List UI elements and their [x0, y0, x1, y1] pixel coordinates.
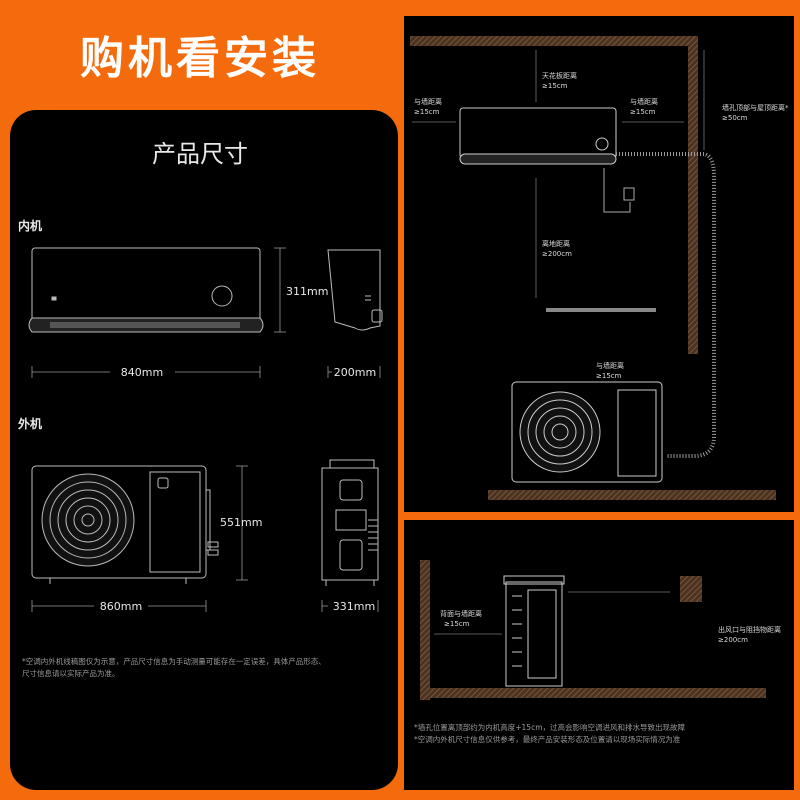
outlet-label: 出风口与阻挡物距离 — [718, 625, 781, 634]
drain — [603, 168, 631, 213]
floor-marker — [546, 308, 656, 312]
installed-indoor-unit — [459, 107, 617, 165]
pipe — [616, 152, 716, 458]
right-wall-value: ≥15cm — [630, 108, 656, 116]
outdoor-label: 外机 — [18, 416, 42, 431]
wall — [688, 36, 698, 354]
hole-label: 墙孔顶部与屋顶距离* — [722, 103, 789, 112]
indoor-unit-front — [28, 247, 264, 333]
side-note-line1: *墙孔位置离顶部约为内机高度+15cm，过高会影响空调进风和排水导致出现故障 — [414, 722, 686, 732]
outlet-box — [623, 187, 635, 201]
dimensions-note-line1: *空调内外机线稿图仅为示意，产品尺寸信息为手动测量可能存在一定误差，具体产品形态… — [22, 656, 326, 666]
indoor-height-value: 311mm — [286, 285, 328, 298]
ceiling — [410, 36, 698, 46]
outdoor-unit-front — [31, 465, 219, 584]
ground — [488, 490, 776, 500]
outdoor-width-value: 860mm — [100, 600, 142, 613]
ceiling-label: 天花板距离 — [542, 71, 577, 80]
indoor-height-dimension — [274, 247, 286, 333]
left-wall-label: 与墙距离 — [414, 97, 442, 106]
install-side-panel: 背面与墙距离 ≥15cm 出风口与阻挡物距离 ≥200cm *墙孔位置离顶部约为… — [404, 520, 794, 790]
ceiling-value: ≥15cm — [542, 82, 568, 90]
back-value: ≥15cm — [444, 620, 470, 628]
install-front-drawing: 天花板距离 ≥15cm 与墙距离 ≥15cm 与墙距离 ≥15cm 墙孔顶部与屋… — [410, 36, 789, 500]
install-front-panel: 天花板距离 ≥15cm 与墙距离 ≥15cm 与墙距离 ≥15cm 墙孔顶部与屋… — [404, 16, 794, 512]
indoor-width-value: 840mm — [121, 366, 163, 379]
outlet-value: ≥200cm — [718, 636, 748, 644]
obstacle — [680, 576, 702, 602]
outdoor-depth-value: 331mm — [333, 600, 375, 613]
side-dimension-lines — [434, 591, 670, 635]
indoor-width-dimension — [31, 366, 381, 378]
outdoor-wall-label: 与墙距离 — [596, 361, 624, 370]
page-title: 购机看安装 — [80, 33, 320, 84]
side-wall — [420, 560, 430, 700]
outdoor-unit-side — [321, 459, 379, 586]
floor-label: 离地距离 — [542, 239, 570, 248]
front-dimension-lines — [412, 50, 705, 298]
outdoor-width-dimension — [31, 600, 379, 612]
side-outdoor-unit — [503, 575, 565, 687]
back-label: 背面与墙距离 — [440, 609, 482, 618]
right-wall-label: 与墙距离 — [630, 97, 658, 106]
outdoor-height-value: 551mm — [220, 516, 262, 529]
dimensions-note-line2: 尺寸信息请以实际产品为准。 — [22, 668, 120, 678]
indoor-label: 内机 — [18, 218, 42, 233]
hole-value: ≥50cm — [722, 114, 748, 122]
installed-outdoor-unit — [511, 381, 663, 483]
indoor-unit-side — [327, 249, 383, 331]
outdoor-height-dimension — [236, 465, 248, 581]
install-side-drawing: 背面与墙距离 ≥15cm 出风口与阻挡物距离 ≥200cm *墙孔位置离顶部约为… — [414, 560, 781, 744]
dimensions-panel: 产品尺寸 内机 311mm — [10, 110, 398, 790]
outdoor-wall-value: ≥15cm — [596, 372, 622, 380]
side-note-line2: *空调内外机尺寸信息仅供参考，最终产品安装形态及位置请以现场实际情况为准 — [414, 734, 681, 744]
left-wall-value: ≥15cm — [414, 108, 440, 116]
side-ground — [430, 688, 766, 698]
indoor-depth-value: 200mm — [334, 366, 376, 379]
dimensions-title: 产品尺寸 — [152, 140, 248, 168]
floor-value: ≥200cm — [542, 250, 572, 258]
dimensions-drawing: 产品尺寸 内机 311mm — [18, 140, 383, 678]
